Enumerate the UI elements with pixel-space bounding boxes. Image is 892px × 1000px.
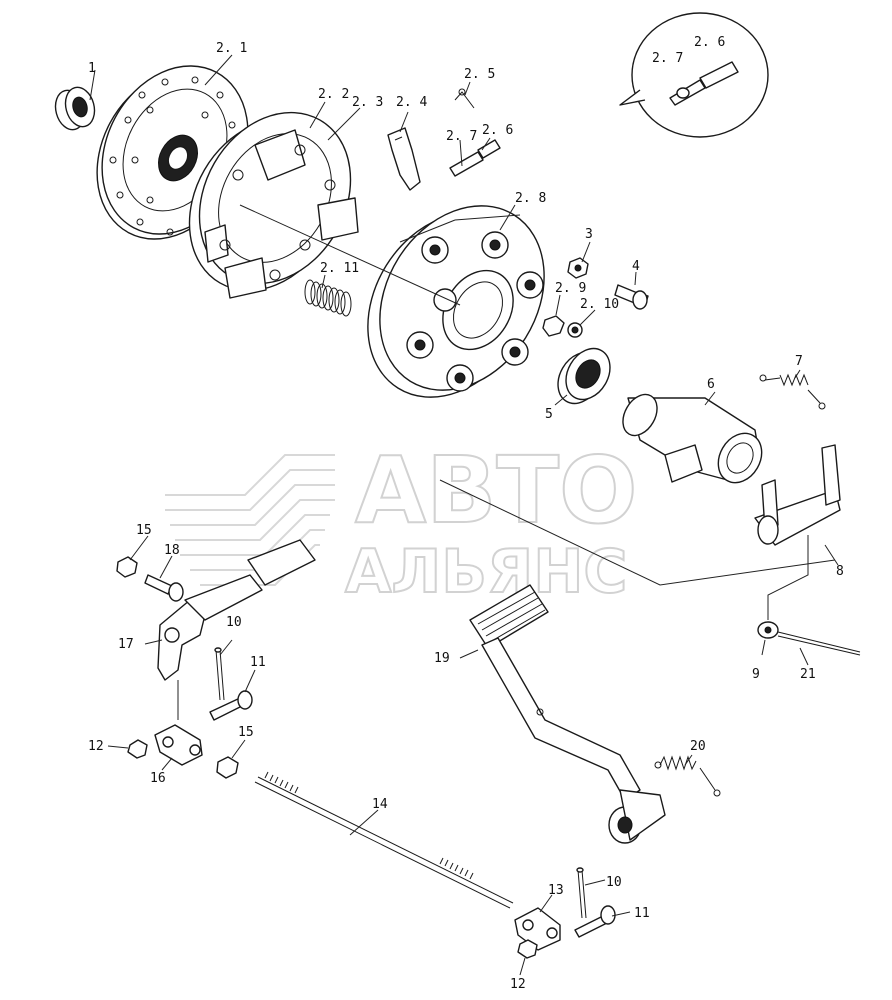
release-sleeve-6 <box>622 393 763 484</box>
release-fork-8 <box>754 444 841 546</box>
nut-15-upper <box>116 556 138 578</box>
nut-15-lower <box>216 756 239 779</box>
nut-3 <box>567 257 589 279</box>
callout-10-lower: 10 <box>606 875 622 890</box>
callout-2-3: 2. 3 <box>352 95 383 110</box>
callout-12-lower: 12 <box>510 977 526 992</box>
bearing-1 <box>54 86 96 131</box>
callout-12-upper: 12 <box>88 739 104 754</box>
watermark-stripes <box>165 454 335 586</box>
callout-2-7: 2. 7 <box>446 129 477 144</box>
callout-18: 18 <box>164 543 180 558</box>
callout-labels: 2. 1 1 2. 2 2. 3 2. 4 2. 5 2. 7 2. 6 2. … <box>88 35 844 992</box>
bolt-11-upper <box>209 690 253 721</box>
rod-14 <box>254 771 514 909</box>
callout-13: 13 <box>548 883 564 898</box>
pin-bolt-2-6 <box>449 139 501 177</box>
callout-8: 8 <box>836 564 844 579</box>
callout-19: 19 <box>434 651 450 666</box>
callout-2-5: 2. 5 <box>464 67 495 82</box>
pedal-spring-20 <box>654 755 721 797</box>
nut-2-9 <box>542 315 565 337</box>
pedal-19 <box>469 584 666 844</box>
callout-6: 6 <box>707 377 715 392</box>
detail-inset <box>619 12 769 138</box>
rod-21 <box>777 631 861 656</box>
callout-17: 17 <box>118 637 134 652</box>
return-spring-7 <box>759 373 826 410</box>
bolt-4 <box>614 284 649 310</box>
callout-15-upper: 15 <box>136 523 152 538</box>
callout-11-lower: 11 <box>634 906 650 921</box>
bolt-18 <box>144 574 184 602</box>
callout-3: 3 <box>585 227 593 242</box>
callout-21: 21 <box>800 667 816 682</box>
callout-2-2: 2. 2 <box>318 87 349 102</box>
pressure-plate-2-2 <box>188 111 359 299</box>
nut-12-lower <box>517 939 538 959</box>
pin-10-lower <box>576 867 587 919</box>
release-bearing-5 <box>557 347 611 405</box>
callout-15-lower: 15 <box>238 725 254 740</box>
callout-2-1: 2. 1 <box>216 41 247 56</box>
callout-20: 20 <box>690 739 706 754</box>
nut-9 <box>757 621 779 639</box>
watermark-line-2: АЛЬЯНС <box>345 537 627 607</box>
spring-pin-2-5 <box>454 88 475 109</box>
clevis-13 <box>514 907 561 951</box>
leader-lines <box>89 54 839 976</box>
callout-7: 7 <box>795 354 803 369</box>
callout-2-7-inset: 2. 7 <box>652 51 683 66</box>
watermark: АВТО АЛЬЯНС <box>165 436 638 608</box>
callout-16: 16 <box>150 771 166 786</box>
callout-14: 14 <box>372 797 388 812</box>
pressure-spring-2-11 <box>304 279 352 317</box>
clutch-cover-2-8 <box>367 205 545 398</box>
watermark-line-1: АВТО <box>355 437 637 544</box>
callout-2-8: 2. 8 <box>515 191 546 206</box>
clevis-16 <box>154 724 203 766</box>
release-lever-2-4 <box>387 127 421 191</box>
callout-1: 1 <box>88 61 96 76</box>
callout-10-upper: 10 <box>226 615 242 630</box>
callout-2-4: 2. 4 <box>396 95 427 110</box>
callout-5: 5 <box>545 407 553 422</box>
callout-2-10: 2. 10 <box>580 297 619 312</box>
callout-2-6: 2. 6 <box>482 123 513 138</box>
callout-11-upper: 11 <box>250 655 266 670</box>
callout-2-11: 2. 11 <box>320 261 359 276</box>
pin-10-upper <box>214 647 225 701</box>
callout-2-9: 2. 9 <box>555 281 586 296</box>
washer-2-10 <box>567 322 583 338</box>
nut-12-upper <box>127 739 148 759</box>
callout-2-6-inset: 2. 6 <box>694 35 725 50</box>
callout-4: 4 <box>632 259 640 274</box>
lever-17 <box>157 539 316 681</box>
callout-9: 9 <box>752 667 760 682</box>
